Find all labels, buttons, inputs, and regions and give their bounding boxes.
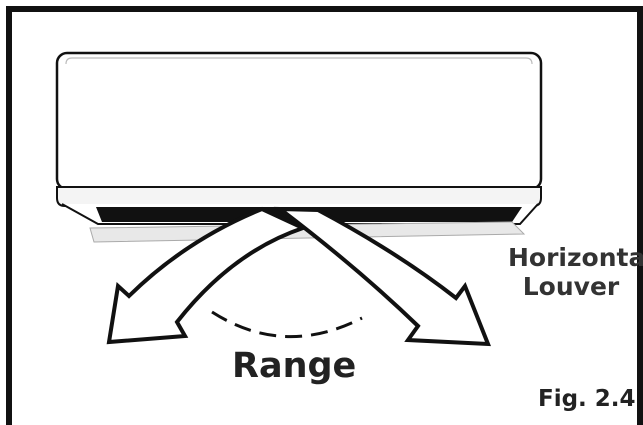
range-label: Range: [232, 346, 357, 386]
airflow-arrow-icon: [106, 206, 492, 347]
figure-number: Fig. 2.4: [538, 386, 636, 412]
horizontal-louver-label: Horizontal Louver: [508, 243, 643, 302]
air-conditioner-icon: [55, 51, 543, 243]
louver-label-line2: Louver: [522, 271, 620, 301]
louver-label-line1: Horizontal: [508, 243, 643, 272]
figure-frame: [6, 6, 643, 425]
right-arrow: [273, 206, 492, 347]
range-arc: [211, 310, 363, 339]
left-arrow: [106, 206, 309, 345]
